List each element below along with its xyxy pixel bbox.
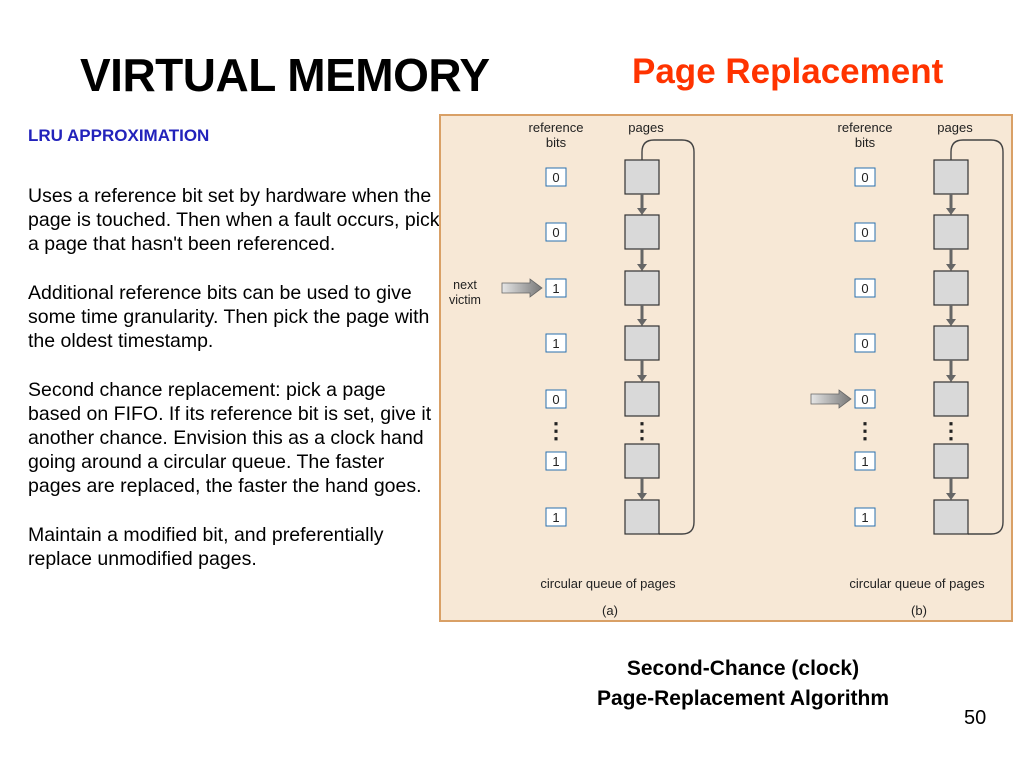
panel-a-queue-link-head [637,208,647,215]
panel-a-reference-bit-value: 1 [552,281,559,296]
panel-a-reference-bit-value: 0 [552,170,559,185]
panel-a-page-box [624,499,660,535]
panel-b-reference-bit-box [854,167,876,187]
panel-a-reference-bit-value: 0 [552,392,559,407]
panel-a-reference-bit-box [545,222,567,242]
panel-a-header-pages: pages [628,120,664,135]
panel-a-clock-hand-pointer [501,278,543,298]
panel-b-queue-link-head [946,208,956,215]
panel-b-reference-bit-box [854,222,876,242]
text-column: LRU APPROXIMATION Uses a reference bit s… [28,124,440,596]
panel-a-reference-bit-box [545,389,567,409]
panel-b-reference-bit-value: 0 [861,392,868,407]
panel-a-bits-ellipsis: ⋮ [545,418,567,443]
panel-a-reference-bit-box [545,333,567,353]
panel-b-reference-bit-box [854,333,876,353]
paragraph-second-chance: Second chance replacement: pick a page b… [28,379,432,497]
slide-page-number: 50 [964,707,987,729]
panel-a-reference-bit-value: 1 [552,454,559,469]
paragraph-reference-bit: Uses a reference bit set by hardware whe… [28,185,440,255]
panel-a-panel-label: (a) [602,603,618,618]
panel-b-clock-hand-pointer [810,389,852,409]
panel-a-queue-link-head [637,319,647,326]
panel-b-reference-bit-value: 1 [861,510,868,525]
panel-a-reference-bit-box [545,278,567,298]
panel-a-reference-bit-value: 1 [552,336,559,351]
panel-b-queue-link-head [946,319,956,326]
panel-a-page-box [624,159,660,195]
paragraph-modified-bit: Maintain a modified bit, and preferentia… [28,524,384,570]
panel-b-page-box [933,325,969,361]
panel-b-page-box [933,381,969,417]
panel-a-header-bits: bits [546,135,567,150]
panel-a-pages-ellipsis: ⋮ [631,418,653,443]
panel-a-reference-bit-box [545,167,567,187]
panel-a-wraparound-arrow [638,139,695,535]
panel-b-queue-link-head [946,375,956,382]
panel-b-header-bits: bits [855,135,876,150]
panel-b-reference-bit-value: 0 [861,336,868,351]
panel-b-reference-bit-box [854,389,876,409]
panel-b-wraparound-arrow [947,139,1004,535]
panel-b-queue-label: circular queue of pages [849,576,985,591]
caption-line-2: Page-Replacement Algorithm [596,687,890,710]
panel-a-header-reference: reference [529,120,584,135]
slide-subtitle: Page Replacement [632,52,944,91]
panel-a-reference-bit-value: 0 [552,225,559,240]
paragraph-additional-bits: Additional reference bits can be used to… [28,282,430,352]
panel-a-reference-bit-value: 1 [552,510,559,525]
slide-title: VIRTUAL MEMORY [80,49,490,101]
panel-b-reference-bit-value: 0 [861,170,868,185]
panel-a-page-box [624,325,660,361]
panel-a-reference-bit-box [545,507,567,527]
panel-a-queue-link-head [637,264,647,271]
panel-a-queue-link-head [637,493,647,500]
panel-b-page-box [933,499,969,535]
panel-b-pages-ellipsis: ⋮ [940,418,962,443]
caption-line-1: Second-Chance (clock) [626,657,860,680]
panel-b-header-pages: pages [937,120,973,135]
panel-a-page-box [624,381,660,417]
panel-b-page-box [933,214,969,250]
panel-b-reference-bit-box [854,507,876,527]
panel-b-reference-bit-value: 0 [861,281,868,296]
panel-b-panel-label: (b) [911,603,927,618]
panel-b-reference-bit-value: 0 [861,225,868,240]
panel-b-page-box [933,159,969,195]
section-heading: LRU APPROXIMATION [28,126,210,145]
panel-b-reference-bit-box [854,278,876,298]
panel-b-queue-link-head [946,493,956,500]
panel-a-reference-bit-box [545,451,567,471]
panel-b-page-box [933,443,969,479]
panel-a-page-box [624,443,660,479]
panel-b-bits-ellipsis: ⋮ [854,418,876,443]
panel-b-queue-link-head [946,264,956,271]
panel-b-page-box [933,270,969,306]
panel-b-header-reference: reference [838,120,893,135]
panel-a-page-box [624,214,660,250]
next-victim-label-line1: next [453,278,477,292]
next-victim-label-line2: victim [449,293,481,307]
panel-b-reference-bit-box [854,451,876,471]
panel-b-reference-bit-value: 1 [861,454,868,469]
panel-a-page-box [624,270,660,306]
figure-caption: Second-Chance (clock) Page-Replacement A… [548,654,938,714]
panel-a-queue-link-head [637,375,647,382]
panel-a-queue-label: circular queue of pages [540,576,676,591]
